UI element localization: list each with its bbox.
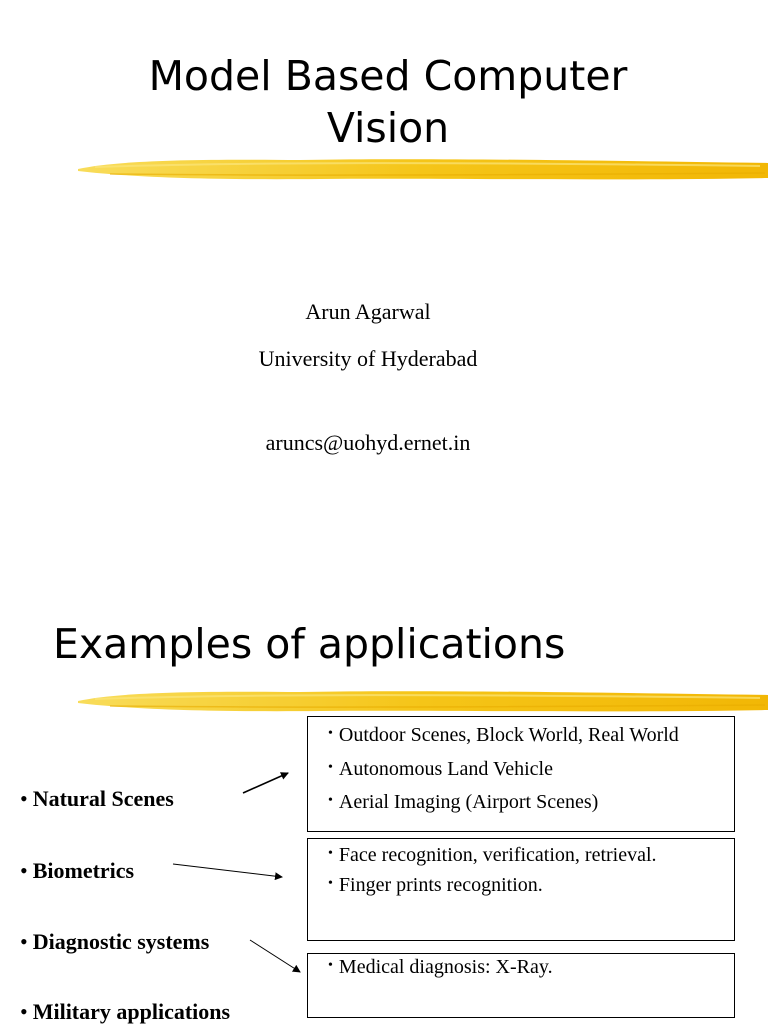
bullet: •	[20, 858, 28, 883]
list-item: • Autonomous Land Vehicle	[328, 758, 553, 781]
natural-scenes-examples-box: • Outdoor Scenes, Block World, Real World…	[307, 716, 735, 832]
diagnostic-examples-box: • Medical diagnosis: X-Ray.	[307, 953, 735, 1018]
list-item-text: Aerial Imaging (Airport Scenes)	[338, 791, 599, 813]
bullet: •	[328, 760, 333, 775]
category-military-applications: •Military applications	[20, 999, 230, 1025]
category-biometrics: •Biometrics	[20, 858, 134, 884]
category-label: Diagnostic systems	[32, 929, 210, 954]
category-natural-scenes: •Natural Scenes	[20, 786, 174, 812]
list-item-text: Medical diagnosis: X-Ray.	[338, 956, 553, 978]
biometrics-examples-box: • Face recognition, verification, retriev…	[307, 838, 735, 941]
slide2-underline-brush-stroke	[78, 691, 768, 712]
slide1-title-line2: Vision	[326, 104, 450, 152]
bullet: •	[20, 786, 28, 811]
bullet: •	[20, 999, 28, 1024]
category-label: Biometrics	[32, 858, 135, 883]
bullet: •	[328, 846, 333, 861]
bullet: •	[20, 929, 28, 954]
arrow-biometrics	[172, 863, 283, 881]
category-label: Natural Scenes	[32, 786, 174, 811]
title-underline-brush-stroke	[78, 159, 768, 180]
bullet: •	[328, 793, 333, 808]
list-item: • Aerial Imaging (Airport Scenes)	[328, 791, 598, 814]
list-item-text: Outdoor Scenes, Block World, Real World	[338, 724, 679, 746]
author-name: Arun Agarwal	[305, 299, 431, 324]
bullet: •	[328, 958, 333, 973]
category-label: Military applications	[32, 999, 231, 1024]
arrow-diagnostic-systems	[249, 939, 301, 973]
slide2-title: Examples of applications	[53, 620, 566, 668]
bullet: •	[328, 876, 333, 891]
slide1-title-line1: Model Based Computer	[148, 52, 628, 100]
author-email: aruncs@uohyd.ernet.in	[265, 430, 471, 455]
arrow-natural-scenes	[242, 772, 289, 794]
list-item: • Outdoor Scenes, Block World, Real World	[328, 724, 679, 747]
list-item-text: Face recognition, verification, retrieva…	[338, 844, 657, 866]
list-item-text: Autonomous Land Vehicle	[338, 758, 553, 780]
slide1-title: Model Based Computer Vision	[0, 50, 768, 154]
list-item: • Face recognition, verification, retriev…	[328, 844, 657, 867]
bullet: •	[328, 726, 333, 741]
list-item: • Finger prints recognition.	[328, 874, 543, 897]
author-affiliation: University of Hyderabad	[258, 346, 478, 371]
category-diagnostic-systems: •Diagnostic systems	[20, 929, 209, 955]
list-item: • Medical diagnosis: X-Ray.	[328, 956, 553, 979]
list-item-text: Finger prints recognition.	[338, 874, 543, 896]
